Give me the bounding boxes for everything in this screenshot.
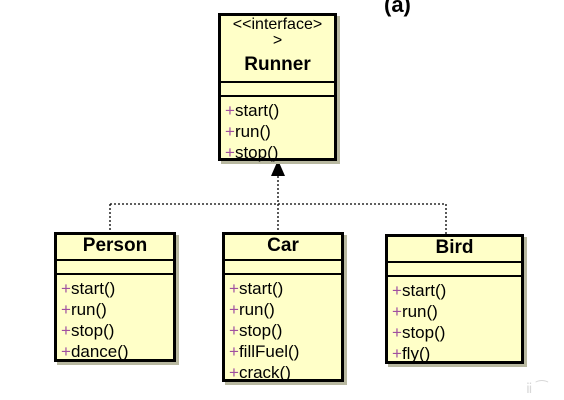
method-row: +run()	[61, 299, 173, 320]
method-row: +start()	[229, 278, 341, 299]
method-name: stop()	[70, 321, 115, 340]
method-name: stop()	[238, 321, 283, 340]
watermark: ⅱ ⁀	[526, 380, 548, 396]
method-row: +stop()	[225, 142, 334, 163]
public-visibility-icon: +	[229, 321, 239, 340]
public-visibility-icon: +	[61, 342, 71, 361]
method-name: start()	[401, 281, 447, 300]
public-visibility-icon: +	[229, 342, 239, 361]
class-name: Person	[82, 235, 148, 256]
method-name: fly()	[401, 344, 431, 363]
public-visibility-icon: +	[61, 300, 71, 319]
method-name: start()	[70, 279, 116, 298]
class-name: Car	[267, 235, 299, 256]
method-row: +stop()	[61, 320, 173, 341]
interface-methods: +start() +run() +stop()	[221, 95, 334, 163]
method-row: +stop()	[392, 322, 521, 343]
method-name: stop()	[401, 323, 446, 342]
class-methods: +start() +run() +stop() +fillFuel() +cra…	[225, 273, 341, 383]
method-row: +run()	[229, 299, 341, 320]
public-visibility-icon: +	[392, 344, 402, 363]
interface-stereotype: <<interface> >	[232, 16, 323, 49]
interface-runner-header: <<interface> > Runner	[221, 16, 334, 81]
method-row: +run()	[225, 121, 334, 142]
method-row: +fillFuel()	[229, 341, 341, 362]
method-name: run()	[238, 300, 275, 319]
method-name: stop()	[234, 143, 279, 162]
class-car-box[interactable]: Car +start() +run() +stop() +fillFuel() …	[222, 232, 344, 382]
interface-runner-box[interactable]: <<interface> > Runner +start() +run() +s…	[218, 13, 337, 163]
class-bird-header: Bird	[388, 237, 521, 261]
method-name: run()	[234, 122, 271, 141]
class-name: Bird	[435, 237, 474, 258]
class-bird-box[interactable]: Bird +start() +run() +stop() +fly()	[385, 234, 524, 364]
method-row: +start()	[225, 100, 334, 121]
interface-name: Runner	[244, 54, 311, 75]
method-row: +dance()	[61, 341, 173, 362]
public-visibility-icon: +	[229, 363, 239, 382]
figure-label: (a)	[384, 0, 411, 17]
method-row: +fly()	[392, 343, 521, 364]
public-visibility-icon: +	[392, 323, 402, 342]
method-name: run()	[70, 300, 107, 319]
class-person-box[interactable]: Person +start() +run() +stop() +dance()	[54, 232, 176, 362]
method-name: run()	[401, 302, 438, 321]
class-methods: +start() +run() +stop() +fly()	[388, 275, 521, 364]
public-visibility-icon: +	[61, 279, 71, 298]
public-visibility-icon: +	[392, 302, 402, 321]
public-visibility-icon: +	[225, 101, 235, 120]
method-name: crack()	[238, 363, 291, 382]
method-row: +start()	[61, 278, 173, 299]
method-row: +stop()	[229, 320, 341, 341]
method-name: fillFuel()	[238, 342, 300, 361]
public-visibility-icon: +	[392, 281, 402, 300]
public-visibility-icon: +	[225, 143, 235, 162]
realization-arrowhead-icon	[271, 160, 285, 176]
method-row: +crack()	[229, 362, 341, 383]
interface-attributes	[221, 81, 334, 95]
public-visibility-icon: +	[229, 279, 239, 298]
method-name: start()	[234, 101, 280, 120]
method-row: +run()	[392, 301, 521, 322]
public-visibility-icon: +	[225, 122, 235, 141]
class-attributes	[57, 259, 173, 273]
public-visibility-icon: +	[229, 300, 239, 319]
class-car-header: Car	[225, 235, 341, 259]
method-row: +start()	[392, 280, 521, 301]
method-name: dance()	[70, 342, 129, 361]
class-person-header: Person	[57, 235, 173, 259]
public-visibility-icon: +	[61, 321, 71, 340]
class-attributes	[388, 261, 521, 275]
class-attributes	[225, 259, 341, 273]
class-methods: +start() +run() +stop() +dance()	[57, 273, 173, 362]
method-name: start()	[238, 279, 284, 298]
